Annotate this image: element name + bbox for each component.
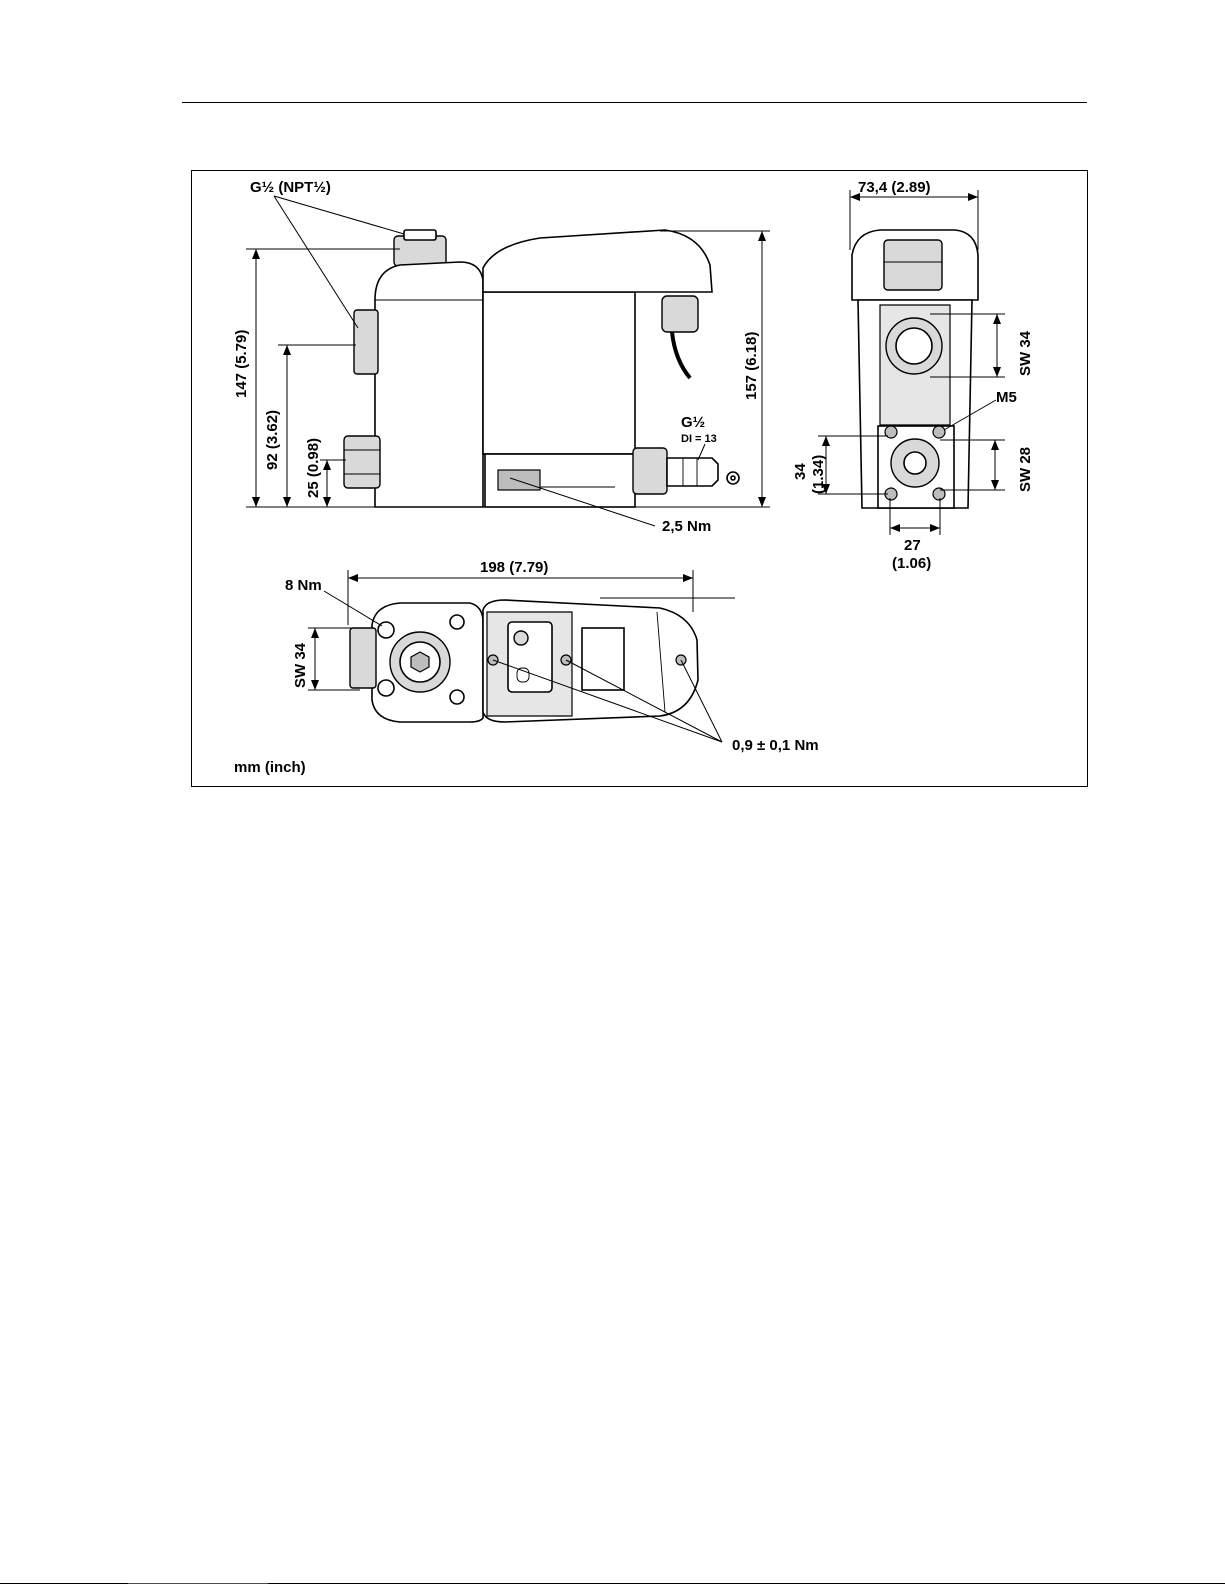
top-inlet-cap — [404, 230, 436, 240]
top-view: 198 (7.79) 8 Nm SW 34 — [234, 559, 819, 776]
cable-gland — [662, 296, 698, 332]
dim-34-inch-label: (1.34) — [810, 455, 827, 494]
lower-inlet-fitting — [344, 436, 380, 488]
leader-thread-top-1 — [274, 196, 404, 234]
dim-734-label: 73,4 (2.89) — [858, 179, 931, 196]
top-label-plate — [582, 628, 624, 690]
side-top-fitting — [884, 240, 942, 290]
cable — [672, 332, 690, 378]
outlet-di-label: DI = 13 — [681, 433, 717, 445]
units-label: mm (inch) — [234, 759, 306, 776]
dim-147-label: 147 (5.79) — [233, 330, 250, 398]
base-valve — [498, 470, 540, 490]
torque-25-label: 2,5 Nm — [662, 518, 711, 535]
top-cover — [483, 230, 712, 292]
thread-top-label: G½ (NPT½) — [250, 179, 331, 196]
torque-8-leader — [324, 591, 382, 626]
side-inlet-fitting — [354, 310, 378, 374]
top-screw-2 — [450, 615, 464, 629]
m5-screw-2 — [933, 426, 945, 438]
dim-198-label: 198 (7.79) — [480, 559, 548, 576]
side-view: 73,4 (2.89) SW 34 M5 34 (1.34) — [792, 179, 1034, 572]
leader-thread-top-2 — [274, 196, 358, 328]
top-display-window — [508, 622, 552, 692]
sw34-top-label: SW 34 — [292, 642, 309, 688]
top-screw-4 — [450, 690, 464, 704]
torque-09-label: 0,9 ± 0,1 Nm — [732, 737, 819, 754]
top-screw-3 — [378, 680, 394, 696]
dim-157-label: 157 (6.18) — [743, 332, 760, 400]
m5-label: M5 — [996, 389, 1017, 406]
top-side-fitting — [350, 628, 376, 688]
top-test-button — [514, 631, 528, 645]
sw28-label: SW 28 — [1017, 447, 1034, 492]
side-port-upper-inner — [896, 328, 932, 364]
dim-92-label: 92 (3.62) — [264, 410, 281, 470]
outlet-nut — [633, 448, 667, 494]
dim-27-label: 27 — [904, 537, 921, 554]
right-body — [483, 292, 635, 454]
side-port-lower-inner — [904, 452, 926, 474]
front-view: G½ (NPT½) 147 (5.79) 92 (3.62) 25 (0.98)… — [233, 179, 770, 535]
dim-25-label: 25 (0.98) — [305, 438, 322, 498]
top-port-hex — [411, 652, 429, 672]
dim-27-inch-label: (1.06) — [892, 555, 931, 572]
footer-link-underline — [128, 1583, 268, 1584]
hose-barb — [667, 458, 718, 486]
screw-symbol-center — [731, 476, 735, 480]
left-housing — [375, 262, 483, 507]
dim-34-label: 34 — [792, 463, 809, 480]
top-screw-1 — [378, 622, 394, 638]
torque-8-label: 8 Nm — [285, 577, 322, 594]
sw34-side-label: SW 34 — [1017, 330, 1034, 376]
outlet-thread-label: G½ — [681, 414, 705, 431]
